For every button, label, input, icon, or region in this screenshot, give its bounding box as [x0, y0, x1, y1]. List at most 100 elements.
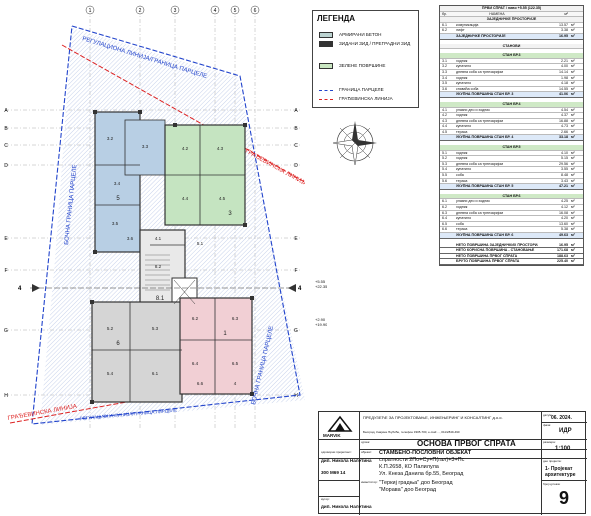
drawing-title: ОСНОВА ПРВОГ СПРАТА — [417, 439, 516, 448]
grid-top-6: 6 — [254, 8, 257, 14]
grid-left-h: H — [4, 393, 8, 399]
svg-text:1: 1 — [223, 331, 227, 337]
apartment-6-title: СТАН БР.6 — [440, 193, 583, 200]
grid-top-1: 1 — [89, 8, 92, 14]
license-number: 300 М69 14 — [321, 470, 346, 475]
investor-2: "Морава" доо Београд — [379, 487, 437, 493]
phase: ИДР — [559, 428, 572, 434]
legend-item-parcel: ГРАНИЦА ПАРЦЕЛЕ — [319, 87, 417, 94]
apartment-3-title: СТАН БР.3 — [440, 53, 583, 59]
legend-title: ЛЕГЕНДА — [317, 14, 356, 23]
scale: 1:100 — [555, 446, 571, 452]
apartment-5-title: СТАН БР.5 — [440, 145, 583, 151]
logo-text: MARVIK — [323, 433, 341, 438]
apartments-title: СТАНОВИ — [440, 43, 583, 50]
svg-text:F: F — [294, 268, 297, 274]
svg-text:4.4: 4.4 — [182, 196, 189, 201]
svg-text:3.4: 3.4 — [114, 181, 121, 186]
object-desc-3: Ул. Кнеза Данила бр.55, Београд — [379, 471, 464, 477]
parcel-boundary — [31, 25, 301, 425]
svg-text:B: B — [294, 126, 298, 132]
svg-text:4.2: 4.2 — [182, 146, 189, 151]
elevation-1: +5.55 — [315, 279, 326, 284]
grid-top-3: 3 — [174, 8, 177, 14]
company-address: Београд, Кнајина Љубиће, телефон 3305-70… — [363, 430, 460, 434]
title-block: MARVIK ПРЕДУЗЕЋЕ ЗА ПРОЈЕКТОВАЊЕ, ИНЖЕЊЕ… — [318, 411, 587, 515]
svg-text:8.1: 8.1 — [156, 296, 165, 302]
svg-text:3.5: 3.5 — [112, 221, 119, 226]
grid-left-d: D — [4, 163, 8, 169]
area-table: ПРВИ СПРАТ / ниво +5.55 (122.35) бр. НАМ… — [439, 5, 584, 266]
section-marks: 4 4 — [18, 284, 302, 292]
svg-text:4.5: 4.5 — [219, 196, 226, 201]
object-desc-1: спратности 2По+Су+П(гал)+3+Пс — [379, 457, 465, 463]
table-col-header: бр. НАМЕНА м² — [440, 11, 583, 18]
svg-text:3.2: 3.2 — [107, 136, 114, 141]
svg-text:6.3: 6.3 — [232, 316, 239, 321]
grid-bubbles-top: 1 2 3 4 5 6 — [85, 5, 260, 15]
lead-designer: дип. Никола Налетина — [321, 458, 372, 463]
building-line-top — [61, 44, 305, 183]
svg-text:G: G — [294, 328, 298, 334]
svg-text:8.2: 8.2 — [155, 264, 162, 269]
svg-text:A: A — [294, 108, 298, 114]
object-title: СТАМБЕНО-ПОСЛОВНИ ОБЈЕКАТ — [379, 450, 472, 456]
svg-text:6.2: 6.2 — [192, 316, 199, 321]
project-part: 1- Пројекат архитектуре — [545, 466, 576, 478]
svg-text:6.5: 6.5 — [232, 361, 239, 366]
svg-text:3: 3 — [228, 211, 232, 217]
svg-text:5.3: 5.3 — [152, 326, 159, 331]
svg-text:4.3: 4.3 — [217, 146, 224, 151]
svg-text:6.4: 6.4 — [192, 361, 199, 366]
elevation-2: +2.90 — [315, 317, 326, 322]
grid-left-e: E — [4, 236, 8, 242]
svg-text:4.1: 4.1 — [155, 236, 162, 241]
date: 06. 2024. — [551, 415, 572, 421]
svg-text:C: C — [294, 143, 298, 149]
north-compass — [332, 121, 377, 166]
elevation-2b: +19.90 — [315, 322, 328, 327]
object-desc-2: К.П.2658, КО Палилула — [379, 464, 439, 470]
legend-item-wall: ЗИДАНИ ЗИД / ПРЕГРАДНИ ЗИД — [319, 41, 417, 48]
legend-item-building-line: ГРАЂЕВИНСКА ЛИНИЈА — [319, 96, 417, 103]
elevation-1b: +22.35 — [315, 284, 328, 289]
grid-top-4: 4 — [214, 8, 217, 14]
svg-text:D: D — [294, 163, 298, 169]
svg-text:5.2: 5.2 — [107, 326, 114, 331]
svg-text:5.4: 5.4 — [107, 371, 114, 376]
investor-1: "Теркиј градња" доо Београд — [379, 480, 453, 486]
legend: ЛЕГЕНДА АРМИРАНИ БЕТОН ЗИДАНИ ЗИД / ПРЕГ… — [312, 10, 419, 108]
room-labels: 3.2 3.3 3.4 3.5 3.6 4.1 4.2 4.3 4.4 4.5 … — [107, 136, 239, 386]
svg-text:E: E — [294, 236, 298, 242]
grid-left-f: F — [4, 268, 7, 274]
legend-item-green: ЗЕЛЕНЕ ПОВРШИНЕ — [319, 63, 417, 70]
grid-left-g: G — [4, 328, 8, 334]
